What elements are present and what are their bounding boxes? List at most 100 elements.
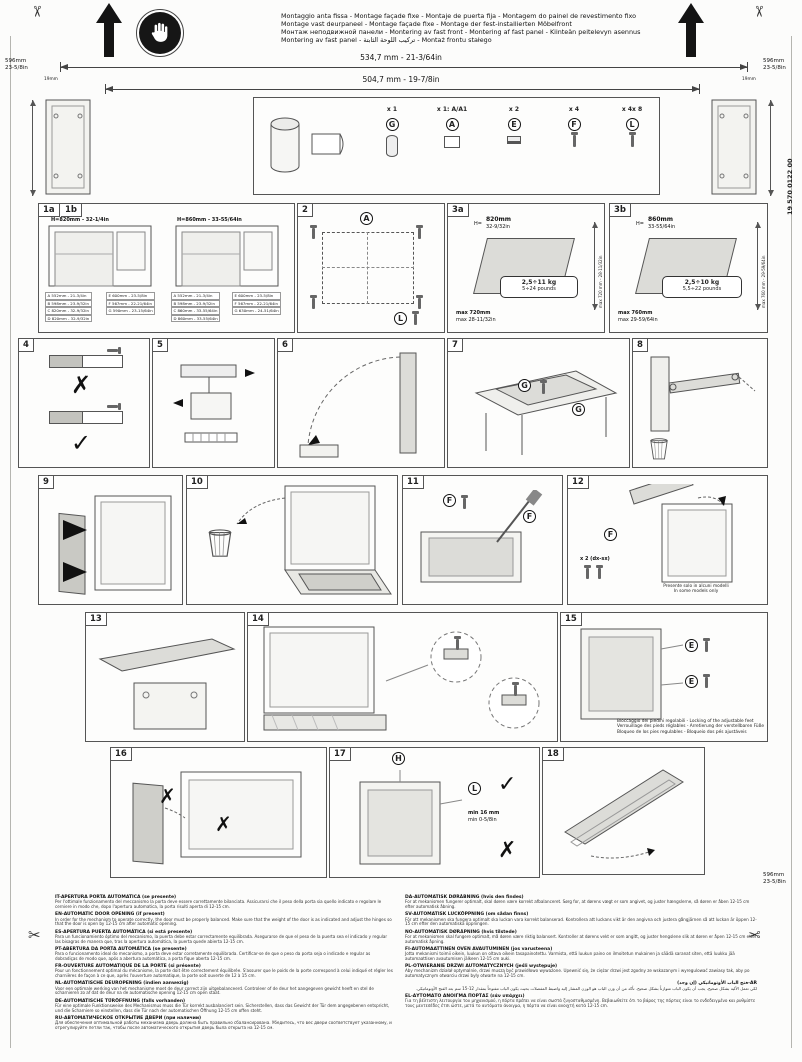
note-line: Bloqueo de los pies regulables - Bloquei… xyxy=(617,729,747,735)
title-line: Montaggio anta fissa - Montage façade fi… xyxy=(281,12,637,20)
footer-body: Per l'ottimale funzionamento del meccani… xyxy=(55,899,382,909)
step-9-panel: 9 xyxy=(38,475,183,605)
cross-icon: ✗ xyxy=(71,371,92,399)
bracket-adjust-diagram xyxy=(173,364,255,443)
table-cell: B 598mm - 23-9/32in xyxy=(171,299,221,308)
weight-pounds: 5,5÷22 pounds xyxy=(682,286,722,292)
panel-insert-diagram xyxy=(58,495,172,595)
part-qty: x 4x 8 xyxy=(621,106,643,113)
screw-icon xyxy=(540,380,547,394)
footer-body: Jotta mekanismi toimii oikein, luukun on… xyxy=(405,951,735,961)
dishwasher-diagram xyxy=(284,485,392,595)
footer-title: FR-OUVERTURE AUTOMATIQUE DE LA PORTE (si… xyxy=(55,964,201,970)
left-panel-diagram xyxy=(45,99,91,195)
step-number: 12 xyxy=(568,476,589,489)
step-3a-panel: 3a H= 820mm 32-9/32in 2,5÷11 kg 5÷24 pou… xyxy=(447,203,605,333)
dim-534-label: 534,7 mm - 21-3/64in xyxy=(360,53,442,62)
weight-badge: 2,5÷10 kg 5,5÷22 pounds xyxy=(662,276,742,298)
step-number: 11 xyxy=(403,476,424,489)
check-icon: ✓ xyxy=(71,429,92,457)
panel-align-diagram xyxy=(98,638,236,730)
table-cell: D 860mm - 33-55/64in xyxy=(171,314,221,323)
template-tube-icon xyxy=(270,117,300,173)
step-number: 5 xyxy=(153,339,168,352)
cross-icon: ✗ xyxy=(498,838,517,863)
step-16-panel: 16 ✗ ✗ xyxy=(110,747,327,878)
screw-icon xyxy=(416,225,423,239)
left-panel-vdim xyxy=(29,100,36,196)
door-bracket-diagram xyxy=(263,626,540,731)
weight-kg: 2,5÷11 kg xyxy=(521,279,557,286)
step-number: 9 xyxy=(39,476,54,489)
footer-title: NL-AUTOMATISCHE DEUROPENING (indien aanw… xyxy=(55,981,189,987)
footer-body: Für eine optimale Funktionsweise des Mec… xyxy=(55,1002,390,1013)
footer-body: لكي تعمل الآلية بشكل صحيح، يجب أن يكون ا… xyxy=(415,985,757,991)
discard-arrow xyxy=(236,497,286,525)
step-number: 4 xyxy=(19,339,34,352)
dim-504-line xyxy=(105,86,700,92)
models-note-it: Presente solo in alcuni modelli xyxy=(663,584,729,589)
step-11-panel: 11 F F xyxy=(402,475,563,605)
trash-icon xyxy=(208,529,232,557)
footer-entry: PL-OTWIERANIE DRZWI AUTOMATYCZNYCH (jeśl… xyxy=(405,964,757,979)
parts-box: x 1 G x 1: A/A1 A x 2 E x 4 F x 4x 8 L xyxy=(253,97,660,195)
dim-tick xyxy=(60,62,61,72)
height-in: 33-55/64in xyxy=(648,224,676,230)
models-note: Presente solo in alcuni modelli In some … xyxy=(630,584,762,595)
height-in: 32-9/32in xyxy=(486,224,510,230)
part-letter-badge: L xyxy=(625,118,639,131)
up-arrow-icon xyxy=(96,3,122,57)
step-number: 8 xyxy=(633,339,648,352)
door-swing-diagram xyxy=(299,352,417,458)
right-edge-rule xyxy=(791,36,792,1048)
screw-icon xyxy=(512,682,519,696)
open-door-diagram xyxy=(420,490,543,583)
footer-body: Для обеспечения оптимальной работы механ… xyxy=(55,1020,392,1031)
part-letter-badge: E xyxy=(507,118,521,131)
footer-title: RU-АВТОМАТИЧЕСКОЕ ОТКРЫТИЕ ДВЕРИ (при на… xyxy=(55,1016,202,1022)
footer-title: EN-AUTOMATIC DOOR OPENING (if present) xyxy=(55,912,165,918)
step-4-panel: 4 ✗ ✓ xyxy=(18,338,150,468)
footer-body: Para o funcionamento ideal do mecanismo,… xyxy=(55,951,371,961)
step-18-panel: 18 xyxy=(542,747,705,875)
screw-qty-label: x 2 (dx-sx) xyxy=(580,556,610,562)
screw-icon xyxy=(703,638,710,652)
dimension-table: A 552mm - 21-3/4in B 598mm - 23-9/32in C… xyxy=(45,292,92,323)
step-number: 17 xyxy=(330,748,351,761)
footer-title: IT-APERTURA PORTA AUTOMATICA (se present… xyxy=(55,895,177,900)
table-cell: B 598mm - 23-9/32in xyxy=(45,299,92,308)
panel-edge-fill xyxy=(49,411,83,424)
right-panel-diagram xyxy=(711,99,757,195)
footer-body: For at mekanismen fungerer optimalt, ska… xyxy=(405,899,750,909)
letter-badge-a: A xyxy=(360,212,373,225)
step-number: 1b xyxy=(61,204,82,217)
up-arrow-icon xyxy=(678,3,704,57)
panel-vdim-label: max 720 mm - 28-11/32in xyxy=(598,255,603,308)
height-prefix: H= xyxy=(474,221,482,227)
table-cell: F 567mm - 22-21/64in xyxy=(106,299,156,308)
dimension-table: E 600mm - 23-5/8in F 567mm - 22-21/64in … xyxy=(232,292,282,315)
glove-icon xyxy=(136,9,184,57)
letter-badge-g: G xyxy=(518,379,531,392)
footer-title: FI-AUTOMAATTINEN OVEN AVAUTUMINEN (jos v… xyxy=(405,946,553,952)
side-dim-mm: 596mm xyxy=(763,872,785,878)
footer-body: Pour un fonctionnement optimal du mécani… xyxy=(55,968,393,979)
dim-tick xyxy=(747,62,748,72)
title-line: Montage vast deurpaneel - Montage façade… xyxy=(281,20,572,28)
footer-body: Voor een optimale werking van het mechan… xyxy=(55,985,374,996)
models-note-en: In some models only xyxy=(673,589,719,595)
table-cell: E 600mm - 23-5/8in xyxy=(106,292,156,300)
footer-entry: SV-AUTOMATISK LUCKÖPPNING (om sådan finn… xyxy=(405,912,757,927)
footer-left-column: IT-APERTURA PORTA AUTOMATICA (se present… xyxy=(55,895,393,1033)
footer-entry: EN-AUTOMATIC DOOR OPENING (if present)In… xyxy=(55,912,393,927)
letter-badge-l: L xyxy=(468,782,481,795)
screw-icon xyxy=(107,349,118,352)
step-number: 14 xyxy=(248,613,269,626)
table-cell: G 590mm - 23-15/64in xyxy=(106,307,156,315)
footer-entry: ES-APERTURA PUERTA AUTOMÁTICA (si está p… xyxy=(55,930,393,945)
side-dim-mm: 596mm xyxy=(763,58,785,64)
footer-entry: RU-АВТОМАТИЧЕСКОЕ ОТКРЫТИЕ ДВЕРИ (при на… xyxy=(55,1016,393,1031)
check-icon: ✓ xyxy=(498,772,517,797)
side-dim-in: 23-5/8in xyxy=(5,64,28,71)
screw-icon xyxy=(454,636,461,650)
